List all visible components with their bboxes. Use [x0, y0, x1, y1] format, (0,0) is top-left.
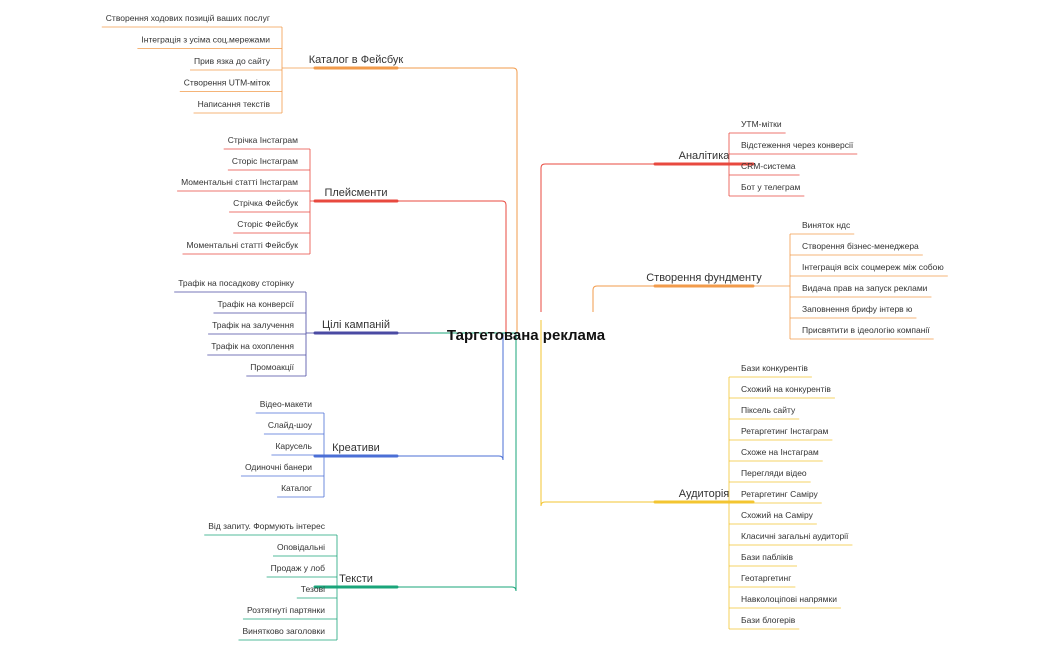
leaf-item[interactable]: Одиночні банери	[245, 462, 312, 472]
leaf-item[interactable]: Ретаргетинг Інстаграм	[741, 426, 829, 436]
branch-foundation: Створення фундменту Виняток ндсСтворення …	[646, 220, 948, 340]
leaf-item[interactable]: Схожий на конкурентів	[741, 384, 831, 394]
leaf-item[interactable]: Піксель сайту	[741, 405, 796, 415]
connector-creatives	[397, 332, 504, 461]
leaf-item[interactable]: Каталог	[281, 483, 312, 493]
leaf-item[interactable]: Бази пабліків	[741, 552, 793, 562]
leaf-item[interactable]: Винятково заголовки	[242, 626, 325, 636]
leaf-item[interactable]: Трафік на залучення	[212, 320, 294, 330]
leaf-item[interactable]: Прив язка до сайту	[194, 56, 271, 66]
leaf-item[interactable]: Геотаргетинг	[741, 573, 791, 583]
leaf-item[interactable]: Схожий на Саміру	[741, 510, 814, 520]
connector-analytics	[540, 163, 655, 312]
branch-label-catalog[interactable]: Каталог в Фейсбук	[309, 54, 404, 66]
leaf-item[interactable]: Присвятити в ідеологію компанії	[802, 325, 930, 335]
leaf-item[interactable]: Моментальні статті Інстаграм	[181, 177, 298, 187]
leaf-item[interactable]: Сторіс Інстаграм	[232, 156, 298, 166]
branch-label-goals[interactable]: Цілі кампаній	[322, 319, 390, 331]
leaf-item[interactable]: Трафік на посадкову сторінку	[178, 278, 295, 288]
branch-catalog: Каталог в Фейсбук Створення ходових позиц…	[101, 13, 404, 114]
branch-label-audiences[interactable]: Аудиторія	[679, 488, 730, 500]
connector-placements	[397, 200, 507, 334]
branch-layer: Каталог в Фейсбук Створення ходових позиц…	[101, 13, 948, 641]
leaf-item[interactable]: Бот у телеграм	[741, 182, 800, 192]
connector-layer	[397, 67, 655, 592]
connector-catalog	[397, 67, 518, 334]
leaf-item[interactable]: Заповнення брифу інтерв ю	[802, 304, 913, 314]
leaf-item[interactable]: Створення ходових позицій ваших послуг	[106, 13, 270, 23]
leaf-item[interactable]: УТМ-мітки	[741, 119, 782, 129]
connector-texts	[397, 332, 517, 592]
branch-label-foundation[interactable]: Створення фундменту	[646, 272, 762, 284]
leaf-item[interactable]: Видача прав на запуск реклами	[802, 283, 928, 293]
leaf-item[interactable]: Навколоціпові напрямки	[741, 594, 837, 604]
leaf-item[interactable]: Розтягнуті партянки	[247, 605, 325, 615]
leaf-item[interactable]: Промоакції	[250, 362, 294, 372]
leaf-item[interactable]: Моментальні статті Фейсбук	[187, 240, 299, 250]
branch-label-placements[interactable]: Плейсменти	[324, 187, 387, 199]
leaf-item[interactable]: Трафік на охоплення	[211, 341, 294, 351]
leaf-item[interactable]: Ретаргетинг Саміру	[741, 489, 818, 499]
branch-label-analytics[interactable]: Аналітика	[679, 150, 731, 162]
leaf-item[interactable]: Продаж у лоб	[271, 563, 326, 573]
leaf-item[interactable]: Створення UTM-міток	[184, 78, 270, 88]
leaf-item[interactable]: Інтеграція всіх соцмереж між собою	[802, 262, 944, 272]
branch-texts: Тексти Від запиту. Формують інтересОповід…	[204, 521, 399, 641]
leaf-item[interactable]: Стрічка Інстаграм	[228, 135, 298, 145]
leaf-item[interactable]: CRM-система	[741, 161, 796, 171]
branch-creatives: Креативи Відео-макетиСлайд-шоуКарусельОди…	[240, 399, 399, 498]
leaf-item[interactable]: Від запиту. Формують інтерес	[208, 521, 326, 531]
connector-audiences	[540, 320, 655, 507]
leaf-item[interactable]: Слайд-шоу	[268, 420, 313, 430]
leaf-item[interactable]: Стрічка Фейсбук	[233, 198, 298, 208]
leaf-item[interactable]: Бази конкурентів	[741, 363, 808, 373]
leaf-item[interactable]: Трафік на конверсії	[217, 299, 294, 309]
branch-label-texts[interactable]: Тексти	[339, 573, 373, 585]
leaf-item[interactable]: Відстеження через конверсії	[741, 140, 854, 150]
leaf-item[interactable]: Написання текстів	[198, 99, 271, 109]
connector-foundation	[592, 285, 655, 312]
leaf-item[interactable]: Перегляди відео	[741, 468, 807, 478]
leaf-item[interactable]: Сторіс Фейсбук	[237, 219, 298, 229]
leaf-item[interactable]: Схоже на Інстаграм	[741, 447, 819, 457]
leaf-item[interactable]: Класичні загальні аудиторії	[741, 531, 849, 541]
branch-goals: Цілі кампаній Трафік на посадкову сторінк…	[174, 278, 399, 377]
root-topic[interactable]: Таргетована реклама	[447, 327, 606, 344]
leaf-item[interactable]: Створення бізнес-менеджера	[802, 241, 919, 251]
leaf-item[interactable]: Виняток ндс	[802, 220, 851, 230]
leaf-item[interactable]: Бази блогерів	[741, 615, 796, 625]
leaf-item[interactable]: Оповідальні	[277, 542, 325, 552]
leaf-item[interactable]: Карусель	[275, 441, 312, 451]
branch-label-creatives[interactable]: Креативи	[332, 442, 380, 454]
leaf-item[interactable]: Тезові	[301, 584, 325, 594]
leaf-item[interactable]: Інтеграція з усіма соц.мережами	[141, 35, 270, 45]
leaf-item[interactable]: Відео-макети	[260, 399, 313, 409]
